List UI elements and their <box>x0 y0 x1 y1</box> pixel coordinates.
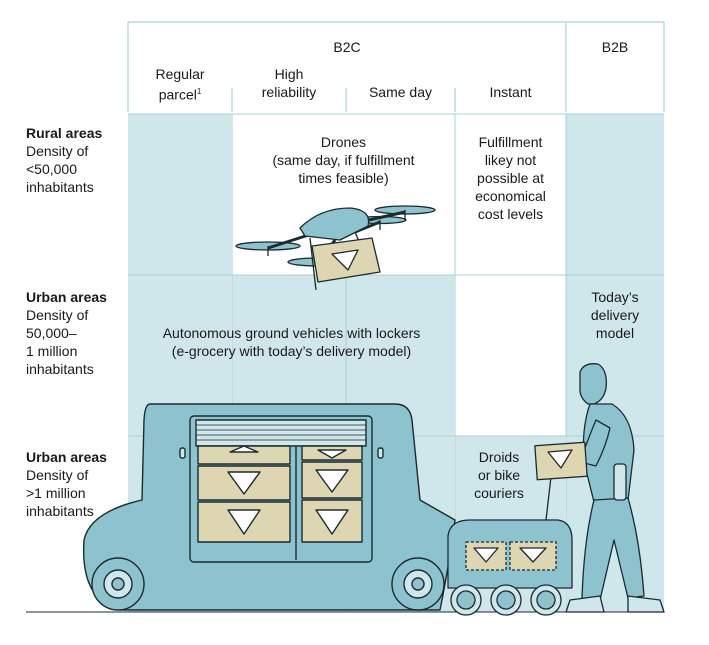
column-header-text: parcel <box>158 86 197 103</box>
cell-text-line: (e-grocery with today’s delivery model) <box>171 343 412 359</box>
cell-text-line: times feasible) <box>298 170 389 186</box>
cell-text-line: Drones <box>320 134 367 150</box>
row-desc-line: >1 million <box>26 485 86 501</box>
column-header-regular-parcel: Regular parcel1 <box>128 65 232 104</box>
row-label-urban-large: Urban areas Density of >1 million inhabi… <box>26 448 136 520</box>
cell-text-line: model <box>595 325 635 341</box>
cell-text-line: likey not <box>484 152 537 168</box>
b2b-group-label: B2B <box>601 39 629 55</box>
cell-text-line: cost levels <box>477 206 544 222</box>
cell-droids-bike-couriers: Droids or bike couriers <box>455 448 543 502</box>
row-label-urban-medium: Urban areas Density of 50,000– 1 million… <box>26 288 136 378</box>
cell-drones: Drones (same day, if fulfillment times f… <box>232 133 455 187</box>
row-desc-line: Density of <box>26 307 89 323</box>
row-desc-line: inhabitants <box>26 179 94 195</box>
row-desc-line: 50,000– <box>26 325 77 341</box>
row-desc-line: Density of <box>26 143 89 159</box>
cell-text-line: economical <box>475 188 546 204</box>
autonomous-vehicle-icon <box>82 403 456 611</box>
cell-fulfillment-not-possible: Fulfillment likey not possible at econom… <box>455 133 566 223</box>
row-desc-line: 1 million <box>26 343 78 359</box>
footnote-marker: 1 <box>196 87 202 96</box>
row-label-rural: Rural areas Density of <50,000 inhabitan… <box>26 124 136 196</box>
row-title: Urban areas <box>26 449 107 465</box>
row-title: Rural areas <box>26 125 103 141</box>
cell-text-line: couriers <box>474 485 524 501</box>
cell-autonomous-ground-vehicles: Autonomous ground vehicles with lockers … <box>128 324 455 360</box>
cell-text-line: Autonomous ground vehicles with lockers <box>162 325 421 341</box>
cell-text-line: or bike <box>477 467 521 483</box>
cell-text-line: delivery <box>590 307 640 323</box>
cell-text-line: Fulfillment <box>478 134 543 150</box>
header-grid <box>127 21 665 112</box>
cell-todays-delivery-model: Today’s delivery model <box>566 288 664 342</box>
column-header-instant: Instant <box>489 84 532 100</box>
column-header-same-day: Same day <box>368 84 433 100</box>
cell-text-line: (same day, if fulfillment <box>272 152 415 168</box>
row-desc-line: inhabitants <box>26 503 94 519</box>
column-header-line: Regular <box>155 66 205 82</box>
cell-text-line: Droids <box>478 449 520 465</box>
row-desc-line: Density of <box>26 467 89 483</box>
column-header-line: High <box>274 66 304 82</box>
drone-icon <box>235 205 436 291</box>
cell-text-line: Today’s <box>591 289 639 305</box>
column-header-line: parcel1 <box>128 83 232 104</box>
b2c-group-label: B2C <box>333 39 361 55</box>
row-desc-line: <50,000 <box>26 161 77 177</box>
delivery-robot-icon <box>447 467 573 616</box>
cell-text-line: possible at <box>477 170 544 186</box>
delivery-person-icon <box>534 363 665 613</box>
row-desc-line: inhabitants <box>26 361 94 377</box>
column-header-high-reliability: High reliability <box>232 65 346 101</box>
column-header-line: reliability <box>261 84 317 100</box>
row-title: Urban areas <box>26 289 107 305</box>
